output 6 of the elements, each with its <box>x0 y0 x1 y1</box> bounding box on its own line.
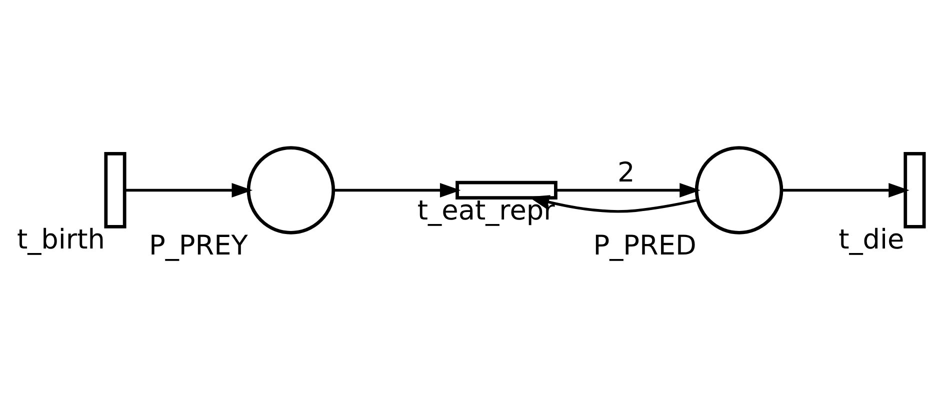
node-label: t_birth <box>16 224 105 256</box>
edge-label: 2 <box>618 157 635 188</box>
node-label: P_PREY <box>148 230 248 262</box>
node-label: t_die <box>838 224 904 256</box>
node-label: P_PRED <box>593 230 696 262</box>
node-label: t_eat_repr <box>417 196 555 227</box>
